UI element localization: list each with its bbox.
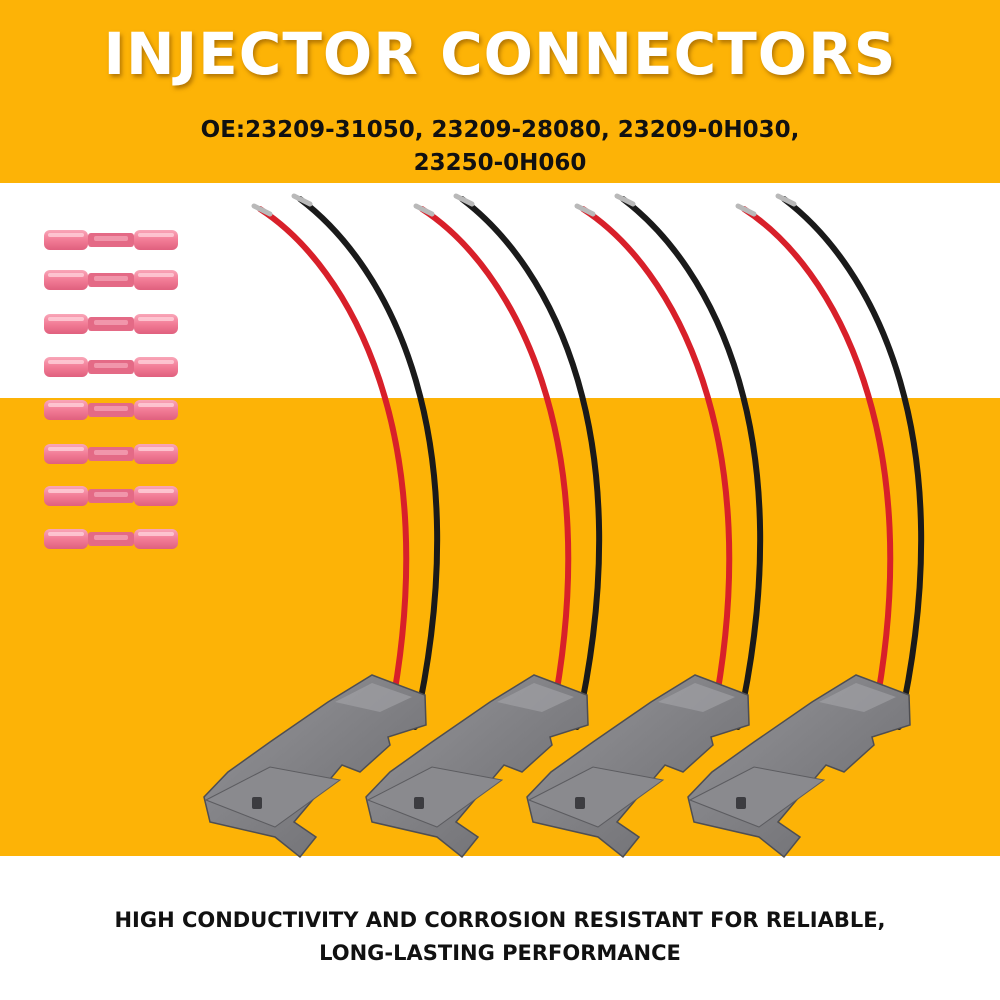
pigtail-connectors [204, 196, 921, 857]
oe-part-numbers: OE:23209-31050, 23209-28080, 23209-0H030… [0, 114, 1000, 180]
butt-connector-icon [44, 529, 178, 549]
top-yellow-band [0, 0, 1000, 183]
butt-connector-icon [44, 357, 178, 377]
butt-connector-icon [44, 314, 178, 334]
butt-connector-icon [44, 444, 178, 464]
butt-connector-icon [44, 230, 178, 250]
butt-connector-icon [44, 270, 178, 290]
butt-connector-icon [44, 486, 178, 506]
feature-tagline: HIGH CONDUCTIVITY AND CORROSION RESISTAN… [0, 904, 1000, 970]
butt-connectors [44, 230, 178, 549]
oe-line-2: 23250-0H060 [413, 150, 587, 176]
pigtail-connector-icon [204, 196, 437, 857]
oe-line-1: OE:23209-31050, 23209-28080, 23209-0H030… [200, 117, 800, 143]
page-title: INJECTOR CONNECTORS [103, 20, 897, 88]
butt-connector-icon [44, 400, 178, 420]
pigtail-connector-icon [366, 196, 599, 857]
tagline-line-2: LONG-LASTING PERFORMANCE [319, 941, 681, 965]
tagline-line-1: HIGH CONDUCTIVITY AND CORROSION RESISTAN… [114, 908, 886, 932]
pigtail-connector-icon [527, 196, 760, 857]
pigtail-connector-icon [688, 196, 921, 857]
